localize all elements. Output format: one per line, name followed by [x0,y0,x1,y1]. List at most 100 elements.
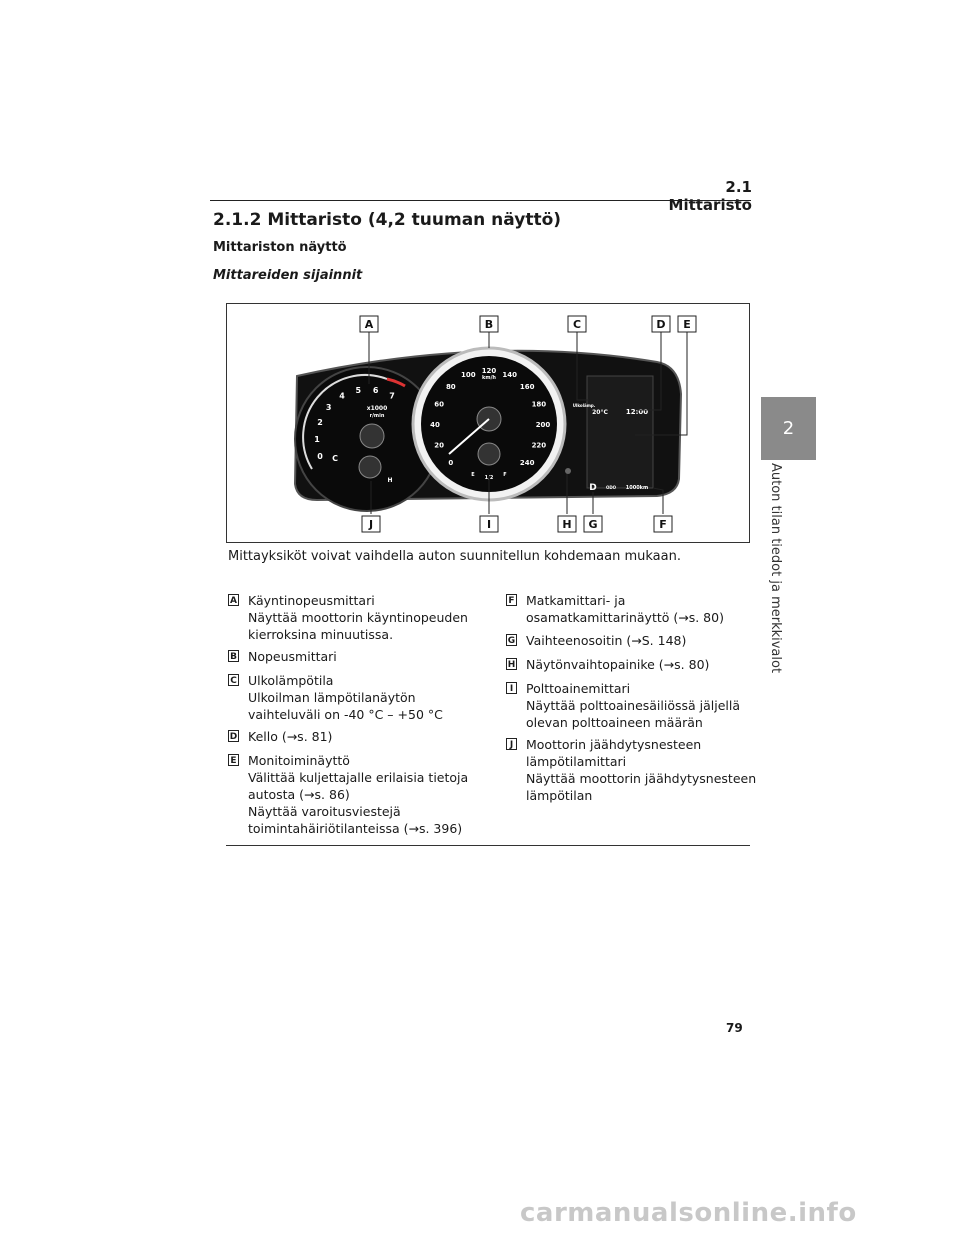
item-description: toimintahäiriötilanteissa (→s. 396) [248,821,463,836]
item-description: osamatkamittarinäyttö (→s. 80) [526,610,724,625]
fuel-hub [477,442,501,466]
speed-tick-label: 80 [446,383,456,391]
tach-tick-label: 2 [317,418,323,427]
label-box-j: J [361,515,381,533]
temp-hub [358,455,382,479]
item-title: Nopeusmittari [248,649,337,664]
label-letter-e: E [683,318,691,331]
item-description: Näyttää moottorin käyntinopeuden [248,610,468,625]
item-letter-badge: C [228,674,239,686]
fuel-e-label: E [471,472,475,478]
speed-tick-label: 60 [434,400,444,408]
item-description: Näyttää varoitusviestejä [248,804,401,819]
item-title: Ulkolämpötila [248,673,334,688]
item-title: Kello (→s. 81) [248,729,333,744]
speedometer-needle [448,418,490,455]
item-title: Näytönvaihtopainike (→s. 80) [526,657,710,672]
item-title: Polttoainemittari [526,681,631,696]
item-letter-badge: I [506,682,517,694]
tach-tick-label: 6 [373,386,379,395]
temp-c-label: C [332,454,338,463]
speed-tick-label: 0 [448,459,453,467]
speed-tick-label: 40 [430,421,440,429]
speed-tick-label: 160 [520,383,535,391]
label-letter-g: G [588,518,597,531]
tach-scale-arc [302,374,388,470]
item-description: Välittää kuljettajalle erilaisia tietoja [248,770,469,785]
speed-tick-label: 240 [520,459,535,467]
item-title: Moottorin jäähdytysnesteen [526,737,702,752]
item-letter-badge: D [228,730,239,742]
chapter-side-title-text: Auton tilan tiedot ja merkkivalot [768,463,783,674]
label-box-c: C [567,315,587,333]
label-letter-j: J [368,518,373,531]
item-description: vaihteluväli on -40 °C – +50 °C [248,707,443,722]
section-heading: 2.1.2 Mittaristo (4,2 tuuman näyttö) [213,210,562,230]
item-description: Ulkoilman lämpötilanäytön [248,690,416,705]
tach-tick-label: 3 [326,403,332,412]
tach-tick-label: 4 [339,392,345,401]
item-title: Monitoiminäyttö [248,753,350,768]
tach-unit-1: x1000 [367,405,388,412]
tach-tick-label: 1 [314,435,320,444]
label-letter-d: D [656,318,665,331]
item-title: Matkamittari- ja [526,593,626,608]
tach-tick-label: 7 [389,392,395,401]
temp-h-label: H [387,477,392,484]
speed-tick-label: 120 [482,367,497,375]
speed-unit: km/h [482,375,496,381]
odo-label: ODO [606,485,617,490]
label-letter-a: A [365,318,374,331]
item-letter-badge: B [228,650,239,662]
label-letter-h: H [562,518,571,531]
speed-tick-label: 220 [532,442,547,450]
tach-tick-label: 5 [356,386,362,395]
clock-display: 12:00 [626,408,648,416]
header-rule [210,200,751,201]
figure-caption: Mittayksiköt voivat vaihdella auton suun… [228,549,681,564]
outside-temp-label: Ulkolämp. [573,403,596,408]
outside-temp-value: 20°C [592,409,608,416]
tach-tick-label: 0 [317,452,323,461]
speed-tick-label: 180 [532,400,547,408]
label-letter-c: C [573,318,581,331]
chapter-tab: 2 [761,397,816,460]
item-title: Vaihteenosoitin (→S. 148) [526,633,687,648]
item-letter-badge: F [506,594,517,606]
label-box-h: H [557,515,577,533]
odo-value: 1000km [626,485,648,491]
label-box-f: F [653,515,673,533]
item-description: kierroksina minuutissa. [248,627,394,642]
speed-tick-label: 100 [461,371,476,379]
label-box-g: G [583,515,603,533]
speed-tick-label: 20 [434,442,444,450]
item-letter-badge: J [506,738,517,750]
speed-tick-label: 140 [502,371,517,379]
multi-info-display [586,375,654,489]
item-letter-badge: A [228,594,239,606]
label-box-i: I [479,515,499,533]
item-description: Näyttää polttoainesäiliössä jäljellä [526,698,741,713]
tach-redline [386,377,406,388]
fuel-f-label: F [503,472,506,478]
label-letter-i: I [487,518,491,531]
subsubheading: Mittareiden sijainnit [213,268,363,283]
label-box-d: D [651,315,671,333]
watermark: carmanualsonline.info [520,1198,857,1228]
label-box-b: B [479,315,499,333]
leader-lines [368,332,688,514]
item-description: lämpötilamittari [526,754,627,769]
page-number: 79 [726,1021,743,1035]
item-description: lämpötilan [526,788,593,803]
item-letter-badge: G [506,634,517,646]
label-letter-b: B [485,318,493,331]
section-header: 2.1 Mittaristo [668,178,752,214]
tach-unit-2: r/min [370,413,385,419]
item-title: Käyntinopeusmittari [248,593,375,608]
item-description: Näyttää moottorin jäähdytysnesteen [526,771,757,786]
item-description: autosta (→s. 86) [248,787,350,802]
subheading: Mittariston näyttö [213,240,347,255]
cluster-illustration: 0 1 234 5 6 7 x1000 r/min C H 0 20 40 60 80 100 120… [293,315,697,533]
speed-tick-label: 200 [536,421,551,429]
